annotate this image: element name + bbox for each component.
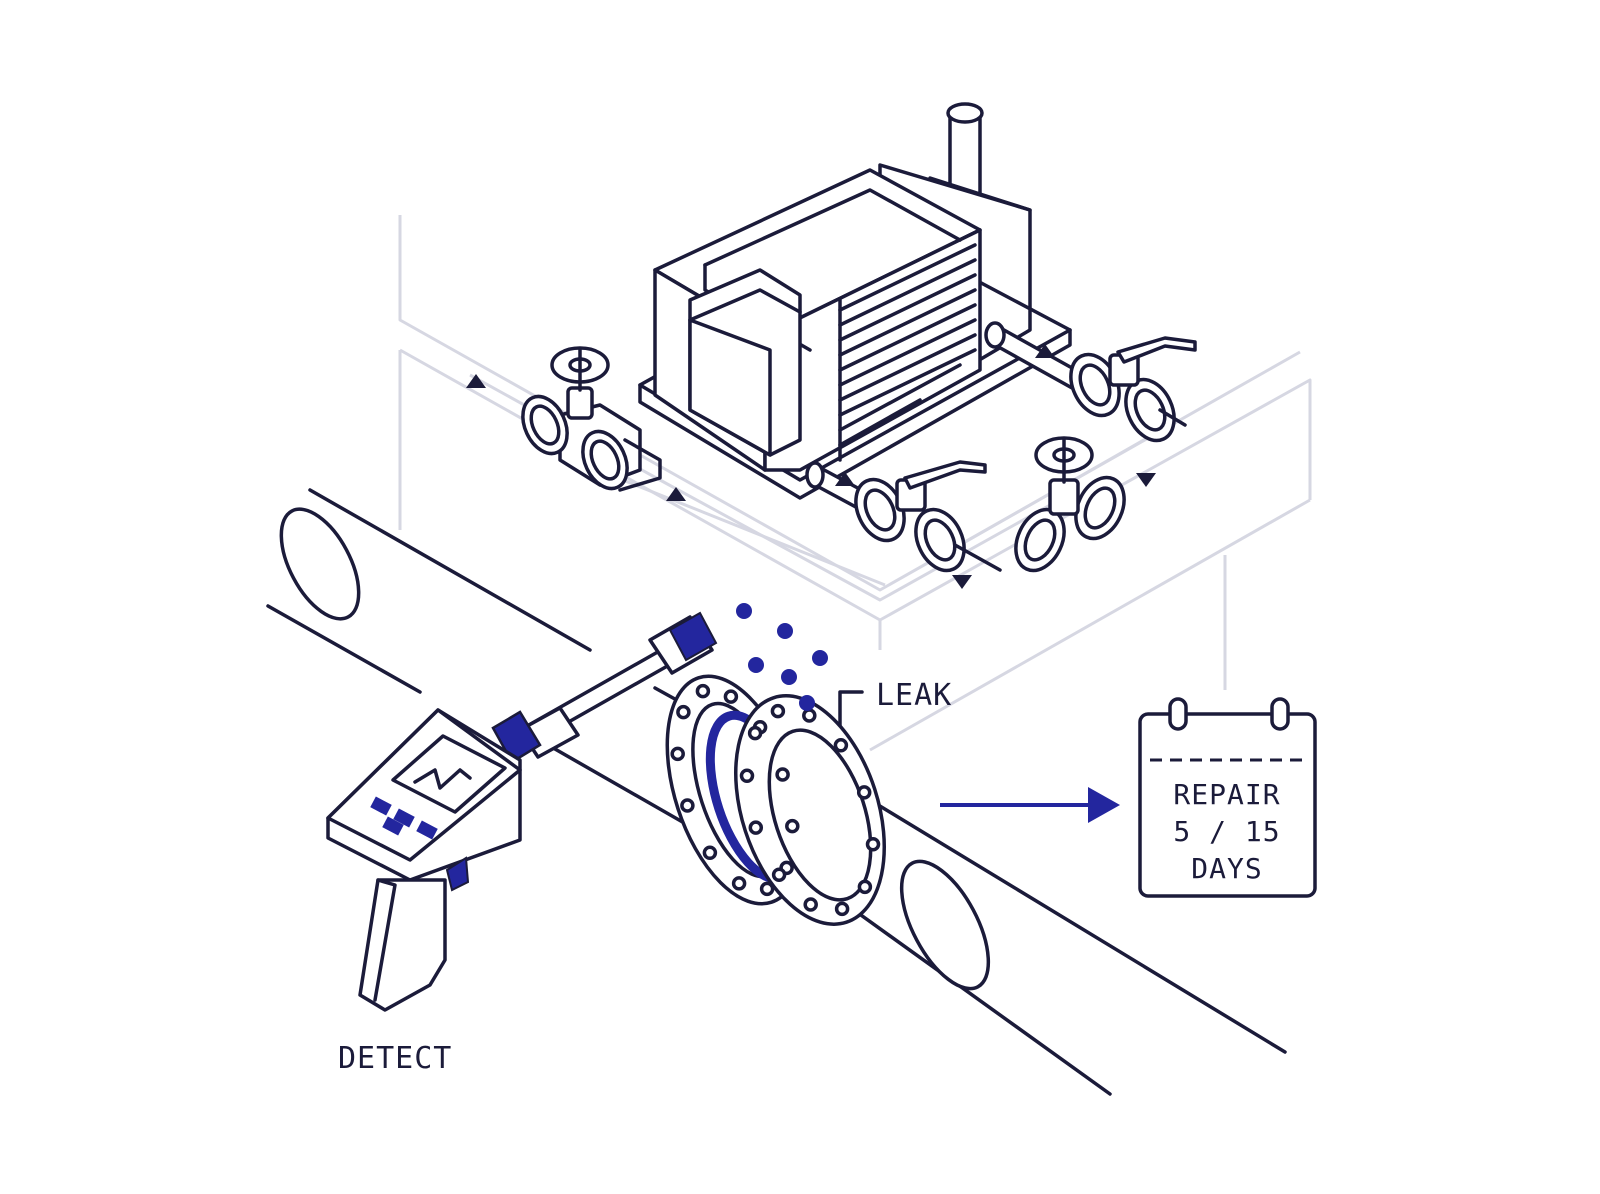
- flange-bolt: [803, 897, 818, 912]
- flange-bolt: [747, 725, 763, 741]
- leak-callout: LEAK: [838, 678, 952, 727]
- leak-particles: [736, 603, 828, 711]
- valve-wheel-right: [1014, 436, 1126, 573]
- flange-bolt: [856, 785, 872, 800]
- flange-bolts: [670, 683, 881, 917]
- flange-bolt: [857, 879, 873, 895]
- gas-detector: [326, 611, 718, 1012]
- flange-bolt: [676, 704, 691, 720]
- flow-arrow-icon: [1035, 344, 1055, 358]
- pump-motor-unit: [638, 102, 1072, 500]
- flow-arrow-icon: [1136, 473, 1156, 487]
- flange-bolt: [771, 867, 787, 882]
- flange-bolt: [695, 683, 711, 699]
- pipe-flange: [665, 674, 886, 926]
- flange-bolt: [802, 708, 817, 723]
- valve-lever-right: [984, 321, 1197, 443]
- flange-bolt: [670, 746, 685, 762]
- cooling-fins: [838, 243, 977, 462]
- flange-bolt: [775, 767, 790, 782]
- calendar-icon: REPAIR 5 / 15 DAYS: [1138, 697, 1317, 898]
- valve-left: [521, 346, 662, 492]
- flange-bolt: [785, 818, 800, 834]
- flange-bolt: [680, 798, 695, 813]
- calendar-line-1: REPAIR: [1173, 778, 1280, 811]
- process-arrow: [940, 787, 1120, 823]
- flange-bolt: [759, 881, 775, 897]
- main-pipeline: [266, 488, 1287, 1096]
- leak-label: LEAK: [876, 678, 952, 713]
- flange-bolt: [748, 820, 764, 835]
- flange-bolt: [834, 901, 850, 917]
- flow-arrow-icon: [466, 374, 486, 388]
- flange-bolt: [731, 876, 747, 891]
- calendar-line-2: 5 / 15: [1173, 815, 1280, 848]
- flange-bolt: [739, 768, 755, 784]
- flow-arrow-icon: [666, 487, 686, 501]
- flow-arrow-icon: [835, 472, 855, 486]
- flange-bolt: [865, 836, 881, 852]
- flow-arrow-icon: [952, 575, 972, 589]
- flange-bolt: [702, 845, 718, 861]
- calendar-line-3: DAYS: [1191, 852, 1262, 885]
- flow-arrows: [466, 344, 1156, 589]
- flange-bolt: [770, 703, 786, 719]
- flange-bolt: [723, 689, 739, 704]
- valve-lever-middle: [805, 460, 1002, 573]
- detect-label: DETECT: [338, 1041, 452, 1076]
- flange-bolt: [833, 738, 849, 753]
